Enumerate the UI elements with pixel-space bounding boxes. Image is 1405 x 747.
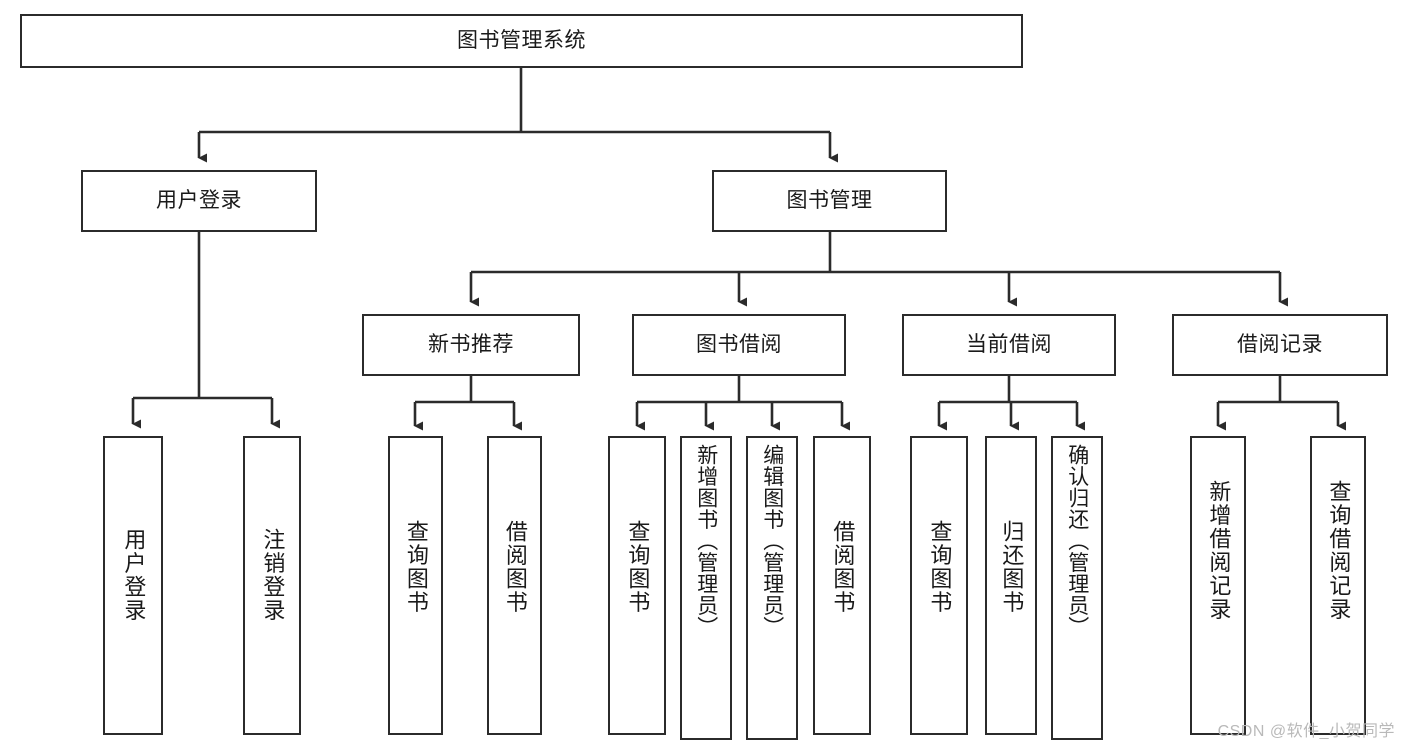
node-leaf-user-logout-label: 注销登录: [260, 528, 286, 622]
node-borrow-record[interactable]: 借阅记录: [1172, 314, 1388, 376]
node-new-book-recommend[interactable]: 新书推荐: [362, 314, 580, 376]
node-leaf-user-login[interactable]: 用户登录: [103, 436, 163, 735]
node-leaf-query-book-2[interactable]: 查询图书: [608, 436, 666, 735]
node-book-manage[interactable]: 图书管理: [712, 170, 947, 232]
node-leaf-query-record[interactable]: 查询借阅记录: [1310, 436, 1366, 735]
node-leaf-edit-book-label: 编辑图书（管理员）: [760, 444, 784, 638]
node-leaf-query-book-3[interactable]: 查询图书: [910, 436, 968, 735]
node-book-borrow[interactable]: 图书借阅: [632, 314, 846, 376]
node-leaf-borrow-book-2[interactable]: 借阅图书: [813, 436, 871, 735]
node-leaf-query-book-2-label: 查询图书: [625, 520, 651, 614]
node-leaf-add-record-label: 新增借阅记录: [1206, 480, 1232, 621]
node-root-label: 图书管理系统: [457, 29, 586, 53]
node-new-book-recommend-label: 新书推荐: [428, 333, 514, 357]
node-leaf-borrow-book-2-label: 借阅图书: [830, 520, 856, 614]
node-book-borrow-label: 图书借阅: [696, 333, 782, 357]
node-leaf-query-record-label: 查询借阅记录: [1326, 480, 1352, 621]
node-leaf-confirm-return-label: 确认归还（管理员）: [1065, 444, 1089, 638]
node-borrow-record-label: 借阅记录: [1237, 333, 1323, 357]
node-leaf-user-login-label: 用户登录: [121, 528, 147, 622]
node-leaf-edit-book[interactable]: 编辑图书（管理员）: [746, 436, 798, 740]
node-current-borrow-label: 当前借阅: [966, 333, 1052, 357]
node-root[interactable]: 图书管理系统: [20, 14, 1023, 68]
node-current-borrow[interactable]: 当前借阅: [902, 314, 1116, 376]
node-leaf-add-book-label: 新增图书（管理员）: [694, 444, 718, 638]
node-leaf-query-book-3-label: 查询图书: [927, 520, 953, 614]
node-user-login[interactable]: 用户登录: [81, 170, 317, 232]
node-leaf-query-book-1-label: 查询图书: [403, 520, 429, 614]
node-user-login-label: 用户登录: [156, 189, 242, 213]
node-leaf-add-book[interactable]: 新增图书（管理员）: [680, 436, 732, 740]
node-leaf-confirm-return[interactable]: 确认归还（管理员）: [1051, 436, 1103, 740]
node-leaf-borrow-book-1-label: 借阅图书: [502, 520, 528, 614]
node-book-manage-label: 图书管理: [786, 189, 873, 213]
node-leaf-add-record[interactable]: 新增借阅记录: [1190, 436, 1246, 735]
node-leaf-borrow-book-1[interactable]: 借阅图书: [487, 436, 542, 735]
node-leaf-return-book[interactable]: 归还图书: [985, 436, 1037, 735]
node-leaf-query-book-1[interactable]: 查询图书: [388, 436, 443, 735]
node-leaf-return-book-label: 归还图书: [999, 520, 1025, 614]
node-leaf-user-logout[interactable]: 注销登录: [243, 436, 301, 735]
